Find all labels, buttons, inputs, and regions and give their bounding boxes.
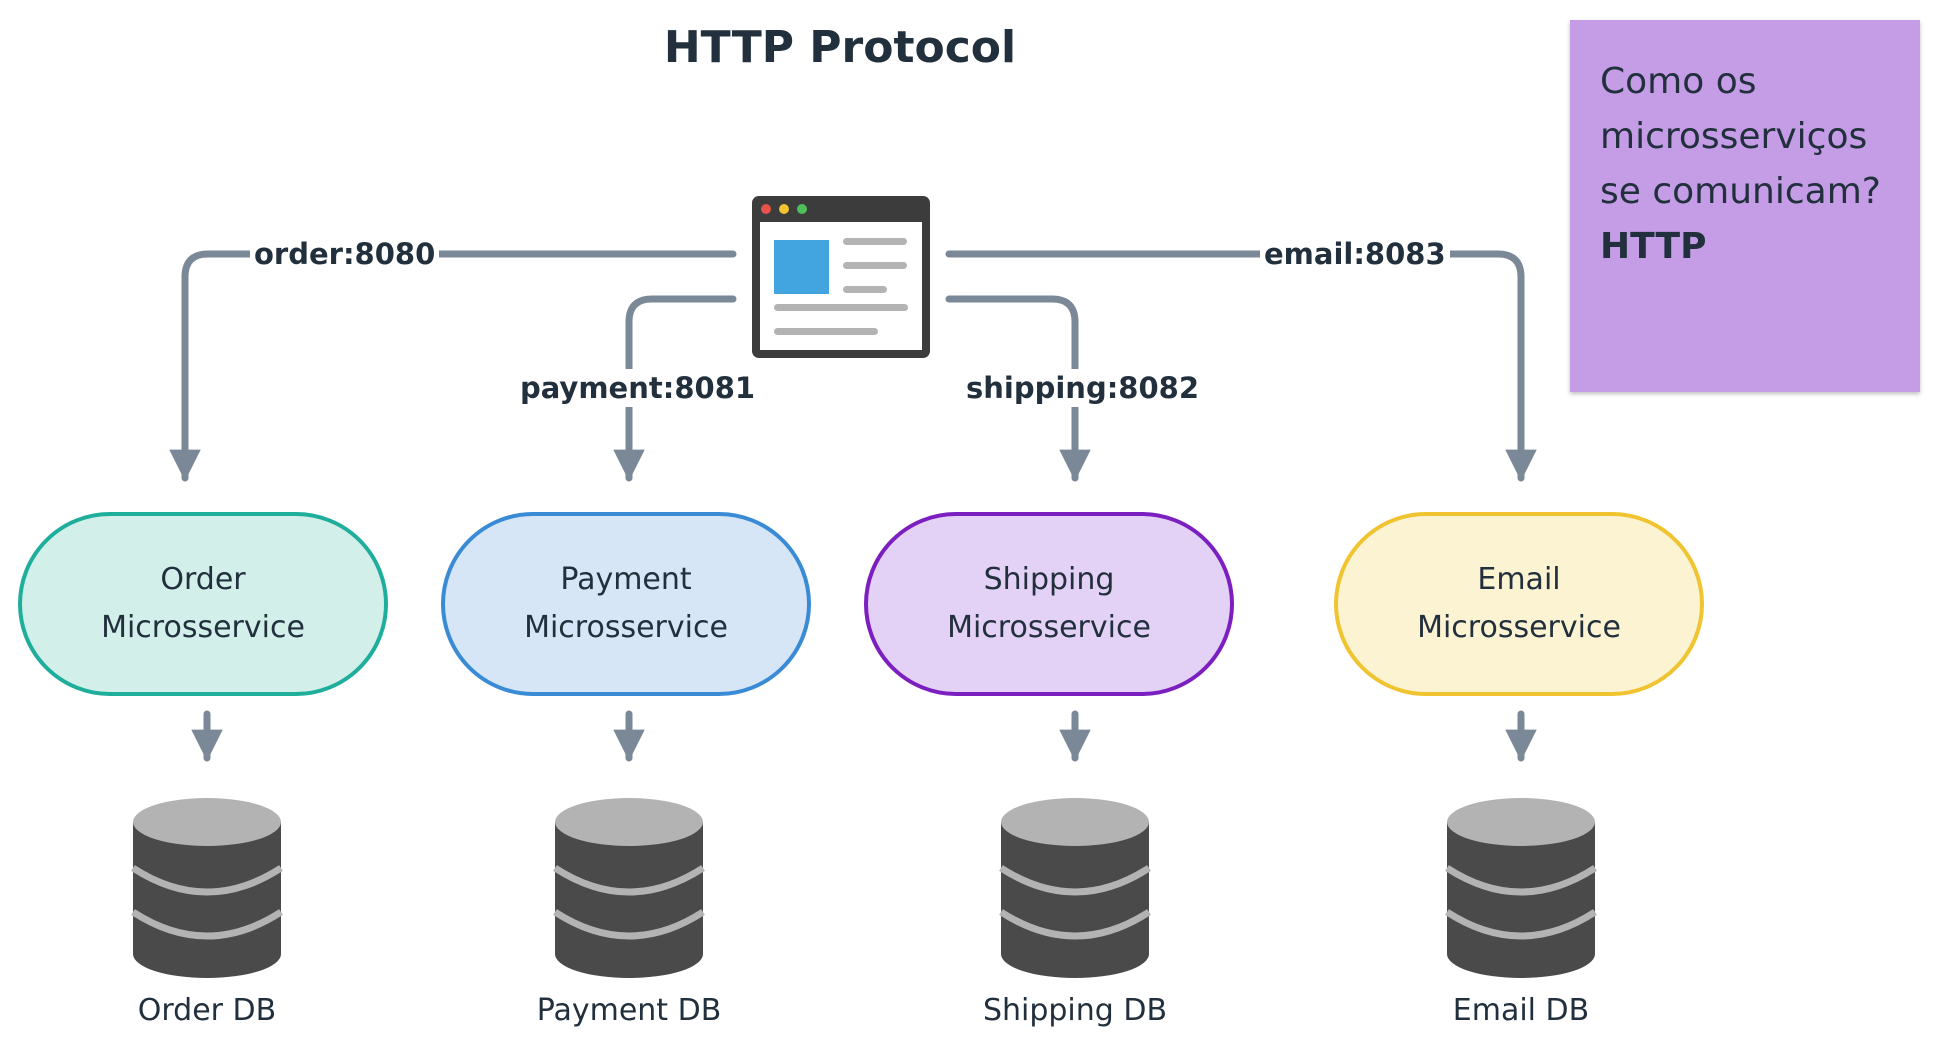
route-label-order: order:8080	[250, 235, 440, 273]
service-name: Payment	[560, 562, 692, 597]
service-type: Microsservice	[1417, 610, 1621, 645]
service-name: Email	[1477, 562, 1561, 597]
page-title: HTTP Protocol	[663, 22, 1017, 73]
route-label-payment: payment:8081	[516, 369, 760, 407]
sticky-note-emphasis: HTTP	[1600, 226, 1707, 267]
connector-shipping	[945, 295, 1091, 482]
connector-email	[945, 250, 1537, 482]
route-label-shipping: shipping:8082	[962, 369, 1204, 407]
service-node-shipping[interactable]: Shipping Microsservice	[864, 512, 1234, 696]
database-icon-order	[131, 798, 283, 978]
browser-window-icon	[752, 196, 930, 358]
database-icon-email	[1445, 798, 1597, 978]
route-label-email: email:8083	[1260, 235, 1450, 273]
sticky-note-text: Como os microsserviços se comunicam?	[1600, 61, 1881, 212]
service-node-email[interactable]: Email Microsservice	[1334, 512, 1704, 696]
database-icon-payment	[553, 798, 705, 978]
db-label-email: Email DB	[1452, 993, 1590, 1028]
connector-payment	[613, 295, 737, 482]
service-type: Microsservice	[947, 610, 1151, 645]
db-label-payment: Payment DB	[536, 993, 722, 1028]
service-node-order[interactable]: Order Microsservice	[18, 512, 388, 696]
database-icon-shipping	[999, 798, 1151, 978]
service-name: Order	[160, 562, 246, 597]
sticky-note[interactable]: Como os microsserviços se comunicam? HTT…	[1570, 20, 1920, 392]
db-label-shipping: Shipping DB	[982, 993, 1168, 1028]
db-label-order: Order DB	[137, 993, 277, 1028]
service-type: Microsservice	[101, 610, 305, 645]
connector-order	[169, 250, 737, 482]
service-name: Shipping	[983, 562, 1115, 597]
service-node-payment[interactable]: Payment Microsservice	[441, 512, 811, 696]
service-type: Microsservice	[524, 610, 728, 645]
